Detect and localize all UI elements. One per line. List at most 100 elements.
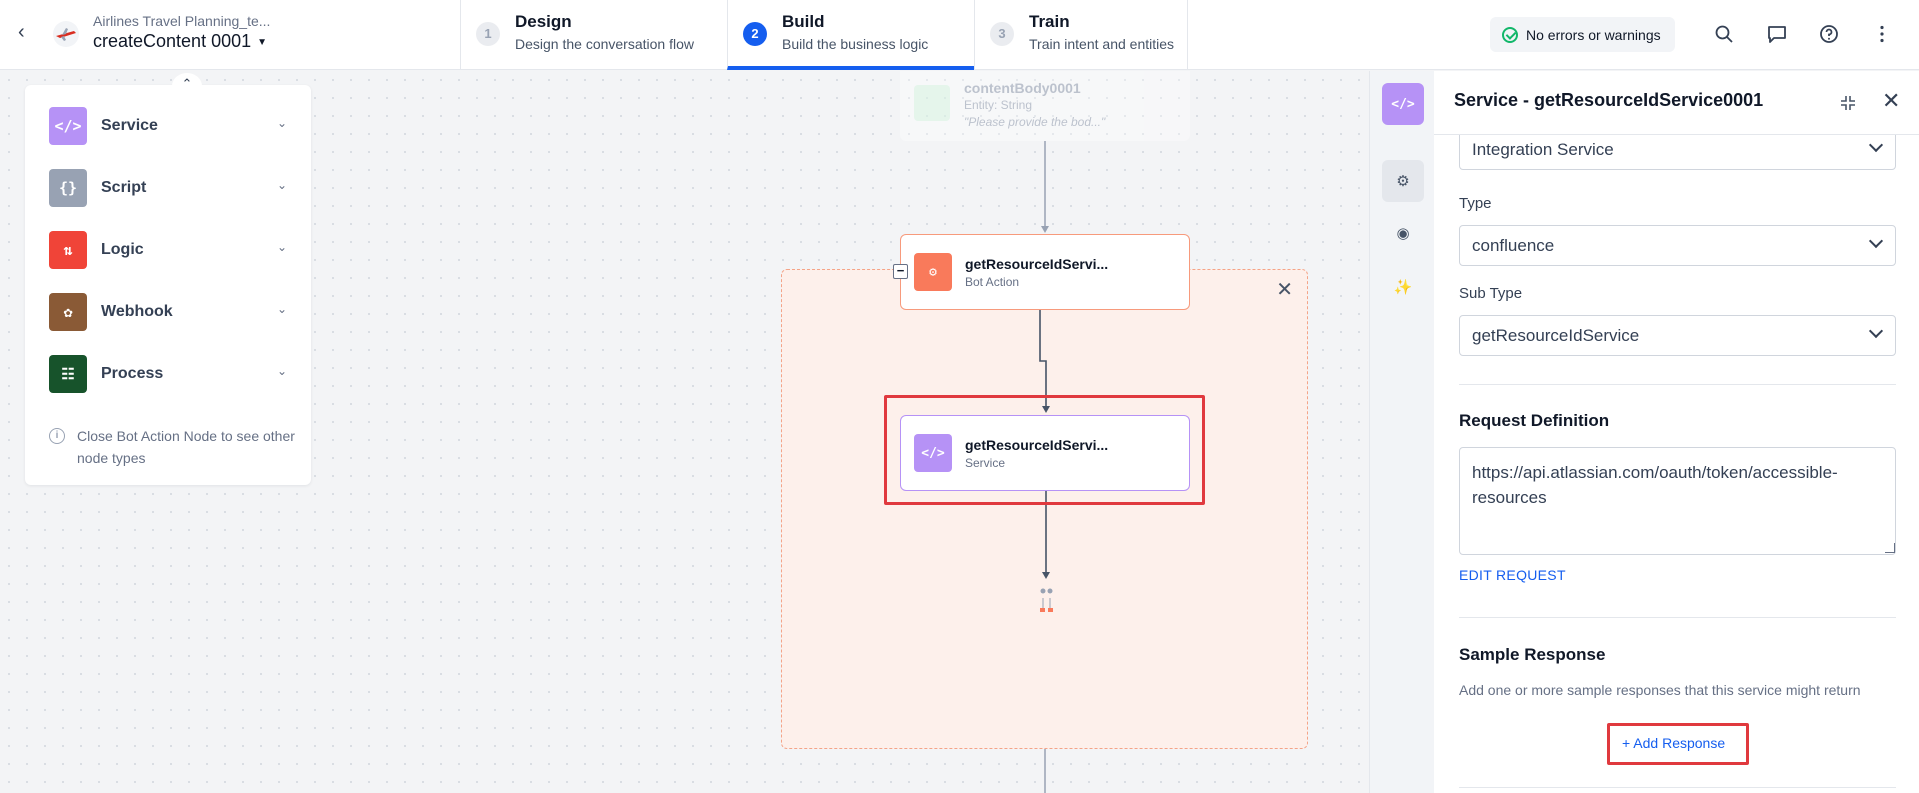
bot-action-icon: ⚙ <box>914 253 952 291</box>
select-value: Integration Service <box>1472 140 1614 159</box>
chevron-down-icon <box>1868 137 1884 153</box>
chevron-down-icon: ⌄ <box>276 116 287 130</box>
panel-title: Service - getResourceIdService0001 <box>1454 90 1764 110</box>
select-value: getResourceIdService <box>1472 326 1640 345</box>
palette-item-label: Script <box>101 179 147 196</box>
palette-item-label: Logic <box>101 241 144 258</box>
code-icon: </> <box>914 434 952 472</box>
code-icon[interactable]: </> <box>1382 83 1424 125</box>
step-subtitle: Train intent and entities <box>1029 36 1175 52</box>
status-text: No errors or warnings <box>1526 26 1661 43</box>
search-icon[interactable] <box>1713 23 1735 45</box>
step-design[interactable]: 1 Design Design the conversation flow <box>460 0 727 70</box>
edit-request-link[interactable]: EDIT REQUEST <box>1459 567 1566 583</box>
step-title: Design <box>515 12 572 31</box>
entity-node-contentbody[interactable]: contentBody0001 Entity: String "Please p… <box>900 71 1190 141</box>
collapse-node-button[interactable]: − <box>893 264 908 279</box>
resize-handle-icon[interactable] <box>1885 543 1895 553</box>
step-train[interactable]: 3 Train Train intent and entities <box>974 0 1188 70</box>
palette-item-service[interactable]: </> Service ⌄ <box>49 107 297 147</box>
flow-canvas[interactable]: ⌃ </> Service ⌄ {} Script ⌄ ⇅ Logic ⌄ ✿ … <box>0 71 1369 793</box>
node-subtitle: Service <box>965 456 1006 470</box>
back-arrow-icon[interactable]: ‹ <box>18 21 25 43</box>
target-icon[interactable]: ◉ <box>1396 225 1410 242</box>
node-subtitle: Bot Action <box>965 275 1020 289</box>
braces-icon: {} <box>49 169 87 207</box>
chevron-down-icon <box>1868 323 1884 339</box>
help-icon[interactable] <box>1818 23 1840 45</box>
node-title: getResourceIdServi... <box>965 437 1109 453</box>
process-icon: ☷ <box>49 355 87 393</box>
webhook-icon: ✿ <box>49 293 87 331</box>
dialog-selector[interactable]: createContent 0001 ▼ <box>93 31 267 52</box>
type-select[interactable]: confluence <box>1459 225 1896 266</box>
step-subtitle: Build the business logic <box>782 36 929 52</box>
divider <box>1459 617 1896 618</box>
palette-item-script[interactable]: {} Script ⌄ <box>49 169 297 209</box>
code-icon: </> <box>49 107 87 145</box>
palette-item-label: Process <box>101 365 164 382</box>
step-number: 1 <box>476 22 500 46</box>
caret-down-icon: ▼ <box>257 36 268 48</box>
top-header: ‹ Airlines Travel Planning_te... createC… <box>0 0 1919 70</box>
step-subtitle: Design the conversation flow <box>515 36 694 52</box>
palette-item-label: Webhook <box>101 303 173 320</box>
logic-icon: ⇅ <box>49 231 87 269</box>
entity-icon <box>914 85 950 121</box>
bot-action-node[interactable]: − ⚙ getResourceIdServi... Bot Action <box>893 234 1190 310</box>
request-url-textarea[interactable]: https://api.atlassian.com/oauth/token/ac… <box>1459 447 1896 555</box>
step-title: Build <box>782 12 825 31</box>
properties-panel: Service - getResourceIdService0001 ✕ Int… <box>1434 71 1919 793</box>
close-icon[interactable]: ✕ <box>1276 279 1293 301</box>
node-prompt: "Please provide the bod..." <box>964 115 1106 129</box>
node-title: contentBody0001 <box>964 80 1081 96</box>
chevron-down-icon <box>1868 233 1884 249</box>
bot-name: Airlines Travel Planning_te... <box>93 13 271 29</box>
sample-response-help: Add one or more sample responses that th… <box>1459 682 1861 698</box>
check-circle-icon <box>1502 26 1518 43</box>
node-palette: ⌃ </> Service ⌄ {} Script ⌄ ⇅ Logic ⌄ ✿ … <box>25 73 311 485</box>
group-connectors <box>1039 310 1053 612</box>
palette-item-webhook[interactable]: ✿ Webhook ⌄ <box>49 293 297 333</box>
palette-note-text: Close Bot Action Node to see other node … <box>77 428 295 466</box>
sample-response-title: Sample Response <box>1459 645 1606 664</box>
info-icon: i <box>49 428 65 444</box>
request-definition-title: Request Definition <box>1459 411 1610 430</box>
subtype-label: Sub Type <box>1459 285 1523 302</box>
chevron-down-icon: ⌄ <box>276 178 287 192</box>
palette-item-process[interactable]: ☷ Process ⌄ <box>49 355 297 395</box>
subtype-select[interactable]: getResourceIdService <box>1459 315 1896 356</box>
minimize-icon[interactable] <box>1838 93 1858 113</box>
connection-icon[interactable]: ✨ <box>1393 279 1413 296</box>
palette-note: i Close Bot Action Node to see other nod… <box>49 425 299 469</box>
gear-icon[interactable]: ⚙ <box>1382 160 1424 202</box>
divider <box>1459 384 1896 385</box>
select-value: confluence <box>1472 236 1555 255</box>
service-type-select[interactable]: Integration Service <box>1459 129 1896 170</box>
palette-item-label: Service <box>101 117 158 134</box>
chevron-down-icon: ⌄ <box>276 302 287 316</box>
status-badge[interactable]: No errors or warnings <box>1490 17 1675 52</box>
add-response-button[interactable]: + Add Response <box>1622 735 1726 751</box>
dialog-name: createContent 0001 <box>93 31 252 51</box>
divider <box>1459 787 1896 788</box>
more-vertical-icon[interactable] <box>1871 23 1893 45</box>
chevron-down-icon: ⌄ <box>276 240 287 254</box>
palette-item-logic[interactable]: ⇅ Logic ⌄ <box>49 231 297 271</box>
panel-header: Service - getResourceIdService0001 ✕ <box>1434 71 1919 135</box>
chevron-down-icon: ⌄ <box>276 364 287 378</box>
step-number: 3 <box>990 22 1014 46</box>
step-title: Train <box>1029 12 1070 31</box>
node-title: getResourceIdServi... <box>965 256 1109 272</box>
panel-tab-strip: </> ⚙ ◉ ✨ <box>1369 71 1434 793</box>
service-node[interactable]: </> getResourceIdServi... Service <box>900 415 1190 491</box>
chat-icon[interactable] <box>1766 23 1788 45</box>
node-subtitle: Entity: String <box>964 98 1033 112</box>
collapse-palette-button[interactable]: ⌃ <box>172 73 202 99</box>
step-build[interactable]: 2 Build Build the business logic <box>727 0 974 70</box>
step-number: 2 <box>743 22 767 46</box>
close-icon[interactable]: ✕ <box>1882 88 1901 113</box>
airplane-logo-icon <box>53 21 79 47</box>
bot-action-group: ✕ <box>781 269 1308 749</box>
type-label: Type <box>1459 195 1492 212</box>
